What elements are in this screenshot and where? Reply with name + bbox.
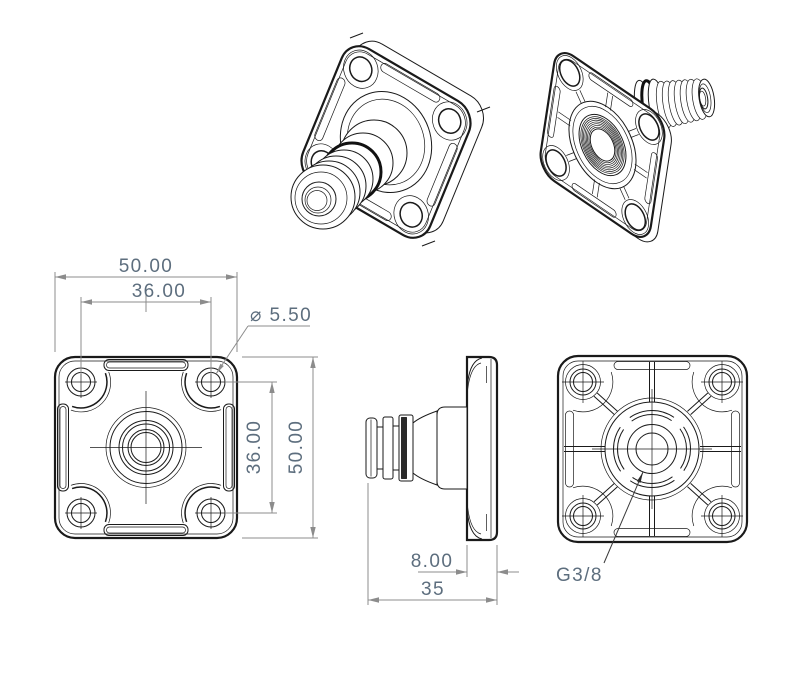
iso-front-stem: [291, 120, 407, 229]
dim-overall-width-label: 50.00: [119, 256, 174, 277]
neck: [392, 425, 400, 471]
edge-line: [477, 107, 490, 112]
bolt-hole: [435, 104, 464, 137]
edge-line: [422, 241, 435, 246]
bolt-hole-ring: [633, 103, 664, 151]
plate-profile: [465, 355, 499, 542]
edge-slot: [426, 142, 459, 208]
stem-ring: [382, 416, 394, 480]
bolt-hole-top-left: [562, 361, 614, 413]
taper: [412, 410, 438, 486]
pad-silhouette-bottom: [466, 504, 483, 540]
dimension-bolt-spacing-h: 36.00: [80, 281, 212, 374]
dimension-overall-height: 50.00: [242, 356, 318, 539]
edge-line: [350, 33, 363, 38]
side-view: 8.00 35: [365, 355, 519, 605]
pad-silhouette-bottom-inner: [466, 499, 482, 535]
dimension-overall-width: 50.00: [54, 256, 238, 352]
dimension-flange-thickness: 8.00: [411, 545, 519, 577]
edge-slot: [547, 85, 561, 139]
edge-slot: [379, 62, 441, 104]
collar: [436, 406, 468, 490]
ribs: [564, 362, 741, 536]
bolt-hole: [346, 53, 375, 86]
port-bore: [307, 191, 327, 211]
edge-slot: [313, 76, 346, 142]
bolt-hole-ring: [554, 49, 585, 97]
back-view: G3/8: [556, 354, 749, 586]
bolt-hole-top-right: [691, 361, 743, 413]
center-boss: [90, 391, 202, 504]
internal-thread: [577, 106, 627, 184]
bolt-hole: [558, 55, 581, 91]
plate-face-outline: [538, 45, 667, 245]
dim-bolt-spacing-h-label: 36.00: [132, 281, 187, 302]
bolt-hole-counterbore: [427, 95, 473, 147]
stem-profile: [365, 406, 468, 490]
dim-overall-height-label: 50.00: [286, 420, 307, 475]
bolt-hole-bottom-right: [181, 483, 227, 529]
pad-silhouette-top-inner: [466, 362, 482, 398]
bolt-hole-ring: [620, 193, 651, 241]
bolt-hole-top-right: [181, 366, 227, 412]
bolt-hole: [624, 199, 647, 235]
bolt-hole-bottom-right: [691, 485, 743, 537]
plate-outline: [556, 354, 749, 544]
thread-callout: G3/8: [556, 471, 644, 586]
bolt-hole-counterbore: [388, 189, 434, 241]
iso-view-front: [291, 33, 490, 246]
bolt-hole-bottom-left: [65, 483, 111, 529]
dimension-overall-depth: 35: [367, 483, 498, 605]
plate-chamfer: [58, 360, 234, 535]
edge-slots: [565, 361, 740, 537]
edge-slot: [572, 182, 617, 219]
stem-tip: [291, 165, 355, 229]
bolt-hole: [544, 145, 567, 181]
boss-step: [568, 92, 636, 198]
ribs: [550, 64, 654, 226]
dim-flange-thickness-label: 8.00: [411, 551, 454, 572]
plate-outline: [53, 355, 239, 540]
stem-tip-chamfer: [295, 172, 347, 224]
dim-overall-depth-label: 35: [421, 579, 445, 600]
center-boss: [592, 389, 712, 509]
plate-inner-wall: [562, 360, 743, 538]
edge-slot: [644, 151, 658, 205]
iso-view-back: [538, 45, 718, 250]
tip-ring: [365, 417, 378, 479]
bolt-hole-top-left: [65, 366, 111, 413]
bolt-hole-counterbore: [338, 43, 384, 95]
port-chamfer: [305, 187, 331, 213]
port-rim: [302, 182, 336, 216]
bolt-hole-ring: [541, 139, 572, 187]
thread-label: G3/8: [556, 565, 603, 586]
plate-face-wall: [543, 53, 662, 237]
bolt-hole: [637, 109, 660, 145]
edge-slots: [57, 359, 235, 536]
edge-slot: [588, 71, 633, 108]
thread-rim: [575, 103, 629, 187]
neck: [376, 426, 384, 470]
boss-outline: [564, 85, 641, 205]
thread-bore: [588, 123, 616, 167]
dimension-bolt-hole-dia: ⌀ 5.50: [215, 305, 312, 375]
o-ring: [401, 417, 407, 479]
iso-back-plate-face: [538, 45, 667, 245]
pad-silhouette-top: [466, 357, 483, 393]
dimension-bolt-spacing-v: 36.00: [225, 381, 277, 514]
dim-bolt-spacing-v-label: 36.00: [244, 420, 265, 475]
port-bore: [699, 91, 707, 107]
bolt-hole: [397, 198, 426, 231]
bolt-hole-bottom-left: [562, 485, 614, 537]
front-view: 50.00 36.00 ⌀ 5.50 36.00: [53, 256, 318, 540]
dim-bolt-hole-dia-label: ⌀ 5.50: [250, 305, 312, 326]
